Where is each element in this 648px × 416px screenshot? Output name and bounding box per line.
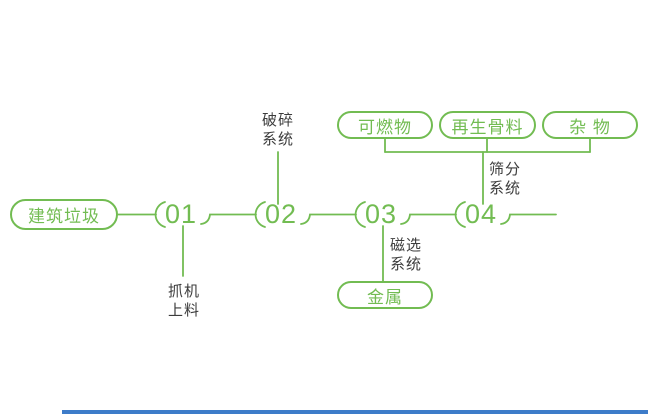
output-pill-misc: 杂 物 (542, 111, 638, 139)
step-label-grab-loading: 抓机 上料 (168, 283, 201, 319)
step-number-01: 01 (164, 199, 198, 229)
step4-left-arc (454, 201, 466, 228)
step-label-crushing-system: 破碎 系统 (262, 112, 295, 148)
output-pill-combustibles: 可燃物 (337, 111, 433, 139)
step-number-03: 03 (364, 199, 398, 229)
main-line-segment (400, 213, 457, 225)
source-pill: 建筑垃圾 (10, 199, 118, 230)
step2-left-arc (254, 201, 266, 228)
output-pill-metal: 金属 (337, 281, 433, 309)
main-line-segment (300, 213, 357, 225)
output-pill-recycled-aggregate: 再生骨料 (439, 111, 536, 139)
bottom-edge-line (62, 410, 648, 414)
step-number-02: 02 (264, 199, 298, 229)
step-number-04: 04 (464, 199, 498, 229)
step1-left-arc (154, 201, 166, 228)
main-line-segment (500, 213, 557, 225)
step3-left-arc (354, 201, 366, 228)
step-label-screening-system: 筛分 系统 (489, 161, 522, 197)
main-line-segment (200, 213, 257, 225)
step-label-magnetic-system: 磁选 系统 (390, 237, 423, 273)
